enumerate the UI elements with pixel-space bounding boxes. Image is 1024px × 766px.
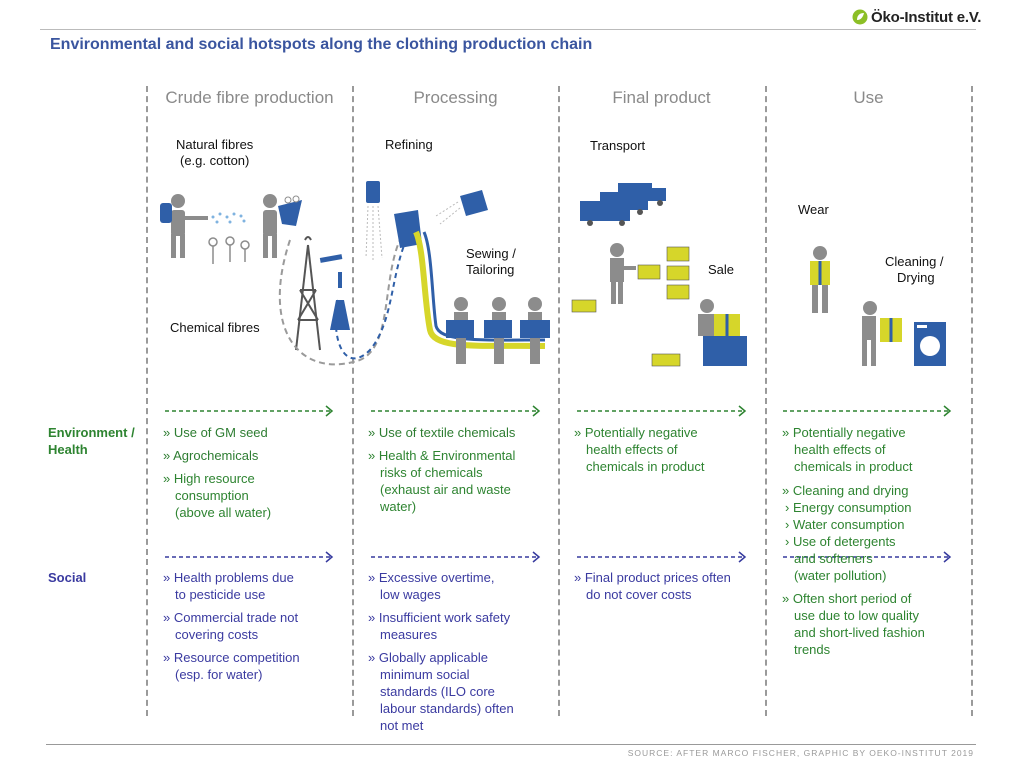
social-final-list: » Final product prices often do not cove… (574, 569, 760, 603)
list-item: labour standards) often (380, 701, 514, 716)
label-sewing: Sewing / (466, 246, 516, 261)
row-label-environment: Environment / (48, 425, 135, 440)
list-item: › Water consumption (785, 517, 905, 532)
list-item: » Often short period of (782, 591, 912, 606)
list-item: » High resource (163, 471, 255, 486)
wearer-icon (810, 246, 830, 313)
phase-processing: Processing (413, 88, 498, 107)
label-chemical-fibres: Chemical fibres (170, 320, 260, 335)
bottom-divider (46, 744, 976, 745)
label-cleaning: Cleaning / (885, 254, 944, 269)
source-credit: SOURCE: AFTER MARCO FISCHER, GRAPHIC BY … (627, 748, 974, 758)
list-item: to pesticide use (175, 587, 266, 602)
list-item: minimum social (380, 667, 470, 682)
row-label-health: Health (48, 442, 88, 457)
list-item: not met (380, 718, 424, 733)
flow-arrows (165, 405, 952, 563)
dye-tank-icon (365, 181, 488, 262)
label-natural-fibres: Natural fibres (176, 137, 254, 152)
column-divider (971, 86, 973, 716)
list-item: and softeners (794, 551, 873, 566)
page-title: Environmental and social hotspots along … (50, 36, 593, 53)
oil-derrick-icon (295, 236, 321, 351)
list-item: health effects of (586, 442, 678, 457)
social-processing-list: » Excessive overtime, low wages » Insuff… (368, 569, 554, 734)
list-item: (above all water) (175, 505, 272, 520)
list-item: » Final product prices often (574, 570, 731, 585)
list-item: » Insufficient work safety (368, 610, 511, 625)
column-divider (765, 86, 767, 716)
truck-icon (580, 183, 666, 226)
phase-final-product: Final product (612, 88, 711, 107)
env-crude-list: » Use of GM seed » Agrochemicals » High … (163, 424, 348, 521)
production-chain-illustration (160, 181, 946, 367)
logo-text: Öko-Institut e.V. (871, 8, 982, 26)
list-item: (exhaust air and waste (380, 482, 511, 497)
list-item: do not cover costs (586, 587, 692, 602)
list-item: use due to low quality (794, 608, 920, 623)
list-item: risks of chemicals (380, 465, 483, 480)
label-tailoring: Tailoring (466, 262, 515, 277)
social-crude-list: » Health problems due to pesticide use »… (163, 569, 348, 683)
list-item: standards (ILO core (380, 684, 495, 699)
row-label-social: Social (48, 570, 87, 585)
laundry-person-icon (862, 301, 902, 366)
list-item: (esp. for water) (175, 667, 263, 682)
top-divider (40, 29, 976, 30)
list-item: chemicals in product (794, 459, 913, 474)
env-final-list: » Potentially negative health effects of… (574, 424, 760, 475)
list-item: water) (380, 499, 417, 514)
shop-counter-icon (698, 299, 747, 366)
list-item: » Health problems due (163, 570, 294, 585)
list-item: (water pollution) (794, 568, 887, 583)
list-item: » Excessive overtime, (368, 570, 495, 585)
phase-crude-fibre: Crude fibre production (165, 88, 334, 107)
warehouse-worker-icon (610, 243, 636, 304)
boxes-icon (571, 246, 690, 367)
label-sale: Sale (708, 262, 735, 277)
list-item: » Health & Environmental (368, 448, 516, 463)
list-item: » Potentially negative (574, 425, 698, 440)
list-item: consumption (175, 488, 249, 503)
list-item: » Use of textile chemicals (368, 425, 516, 440)
column-divider (146, 86, 148, 716)
list-item: chemicals in product (586, 459, 705, 474)
label-transport: Transport (590, 138, 646, 153)
list-item: low wages (380, 587, 441, 602)
list-item: and short-lived fashion (794, 625, 925, 640)
phase-use: Use (853, 88, 884, 107)
list-item: measures (380, 627, 438, 642)
label-refining: Refining (385, 137, 433, 152)
list-item: covering costs (175, 627, 259, 642)
list-item: › Energy consumption (785, 500, 912, 515)
washing-machine-icon (914, 322, 946, 366)
list-item: » Globally applicable (368, 650, 488, 665)
list-item: trends (794, 642, 831, 657)
list-item: » Commercial trade not (163, 610, 299, 625)
list-item: » Use of GM seed (163, 425, 268, 440)
oeko-institut-logo: Öko-Institut e.V. (852, 6, 981, 28)
social-use-list: » Often short period of use due to low q… (782, 590, 968, 658)
list-item: » Potentially negative (782, 425, 906, 440)
list-item: » Cleaning and drying (782, 483, 909, 498)
label-natural-fibres-eg: (e.g. cotton) (180, 153, 250, 168)
list-item: › Use of detergents (785, 534, 896, 549)
list-item: » Resource competition (163, 650, 300, 665)
env-use-list: » Potentially negative health effects of… (782, 424, 968, 584)
label-drying: Drying (897, 270, 935, 285)
list-item: » Agrochemicals (163, 448, 259, 463)
column-divider (558, 86, 560, 716)
sewing-workers-icon (446, 297, 550, 364)
label-wear: Wear (798, 202, 829, 217)
column-divider (352, 86, 354, 716)
cotton-plant-icon (208, 236, 250, 264)
list-item: health effects of (794, 442, 886, 457)
cotton-picker-icon (263, 194, 302, 258)
leaf-logo-icon (852, 9, 868, 25)
env-processing-list: » Use of textile chemicals » Health & En… (368, 424, 554, 515)
farmer-spraying-icon (160, 194, 208, 258)
